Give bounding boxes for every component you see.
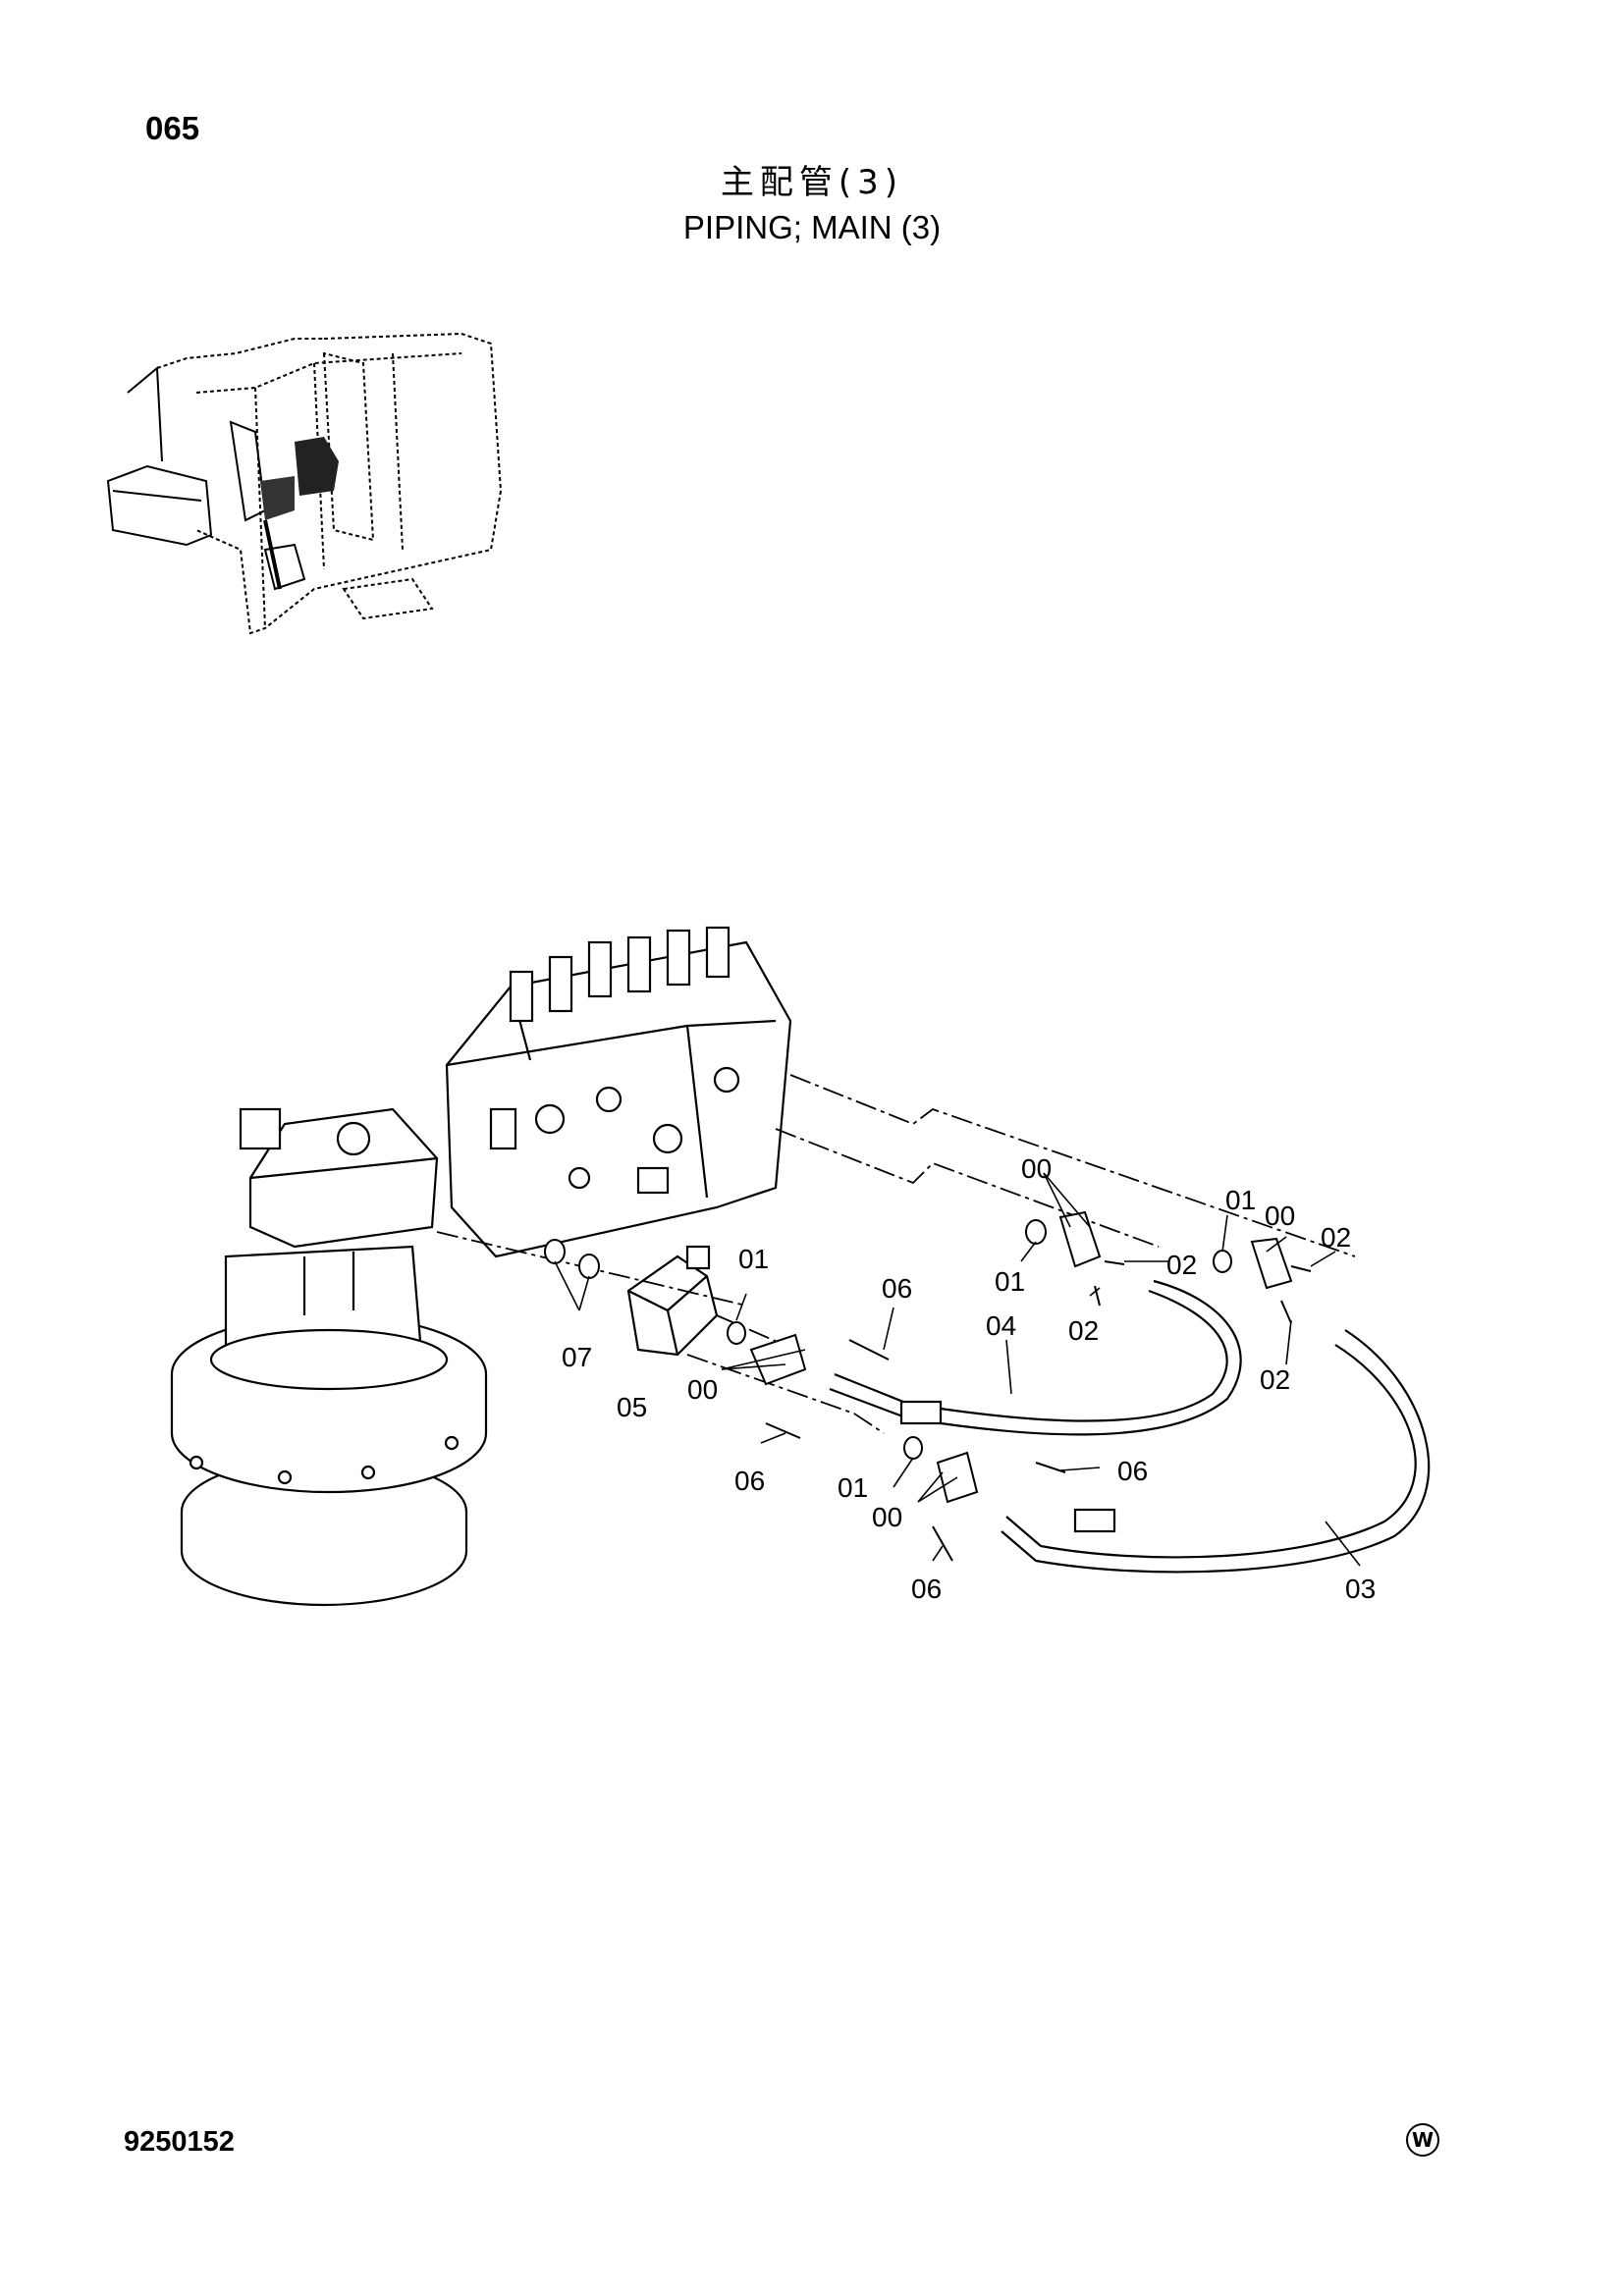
callout-02: 02 [1166,1250,1197,1280]
callout-01: 01 [995,1266,1025,1297]
callout-06: 06 [882,1273,912,1304]
callout-06: 06 [911,1574,942,1604]
callout-00: 00 [872,1502,902,1532]
title-chinese: 主配管(3) [720,163,904,202]
valve-block [626,1245,719,1357]
callout-07: 07 [562,1342,592,1372]
callout-00: 00 [1265,1201,1295,1231]
callout-00: 00 [687,1374,718,1405]
callout-00: 00 [1021,1153,1052,1184]
callout-labels: 00 01 00 02 01 02 02 02 01 06 04 07 05 0… [562,1153,1376,1604]
hoses [829,1279,1431,1574]
callout-02: 02 [1321,1222,1351,1253]
callout-05: 05 [617,1392,647,1422]
overview-highlight [260,437,339,590]
maker-mark-icon: W [1406,2123,1439,2157]
leader-lines [554,1172,1361,1567]
callout-01: 01 [738,1244,769,1274]
title-english: PIPING; MAIN (3) [682,209,942,245]
callout-06: 06 [1117,1456,1148,1486]
callout-06: 06 [734,1466,765,1496]
control-valve [445,926,792,1258]
callout-01: 01 [838,1472,868,1503]
drawing-number: 9250152 [124,2126,235,2158]
callout-03: 03 [1345,1574,1376,1604]
page-number: 065 [145,110,200,146]
machine-overview-thumbnail [106,332,503,635]
swing-motor [170,1107,488,1607]
callout-02: 02 [1068,1315,1099,1346]
callout-02: 02 [1260,1364,1290,1395]
callout-04: 04 [986,1310,1016,1341]
callout-01: 01 [1225,1185,1256,1215]
